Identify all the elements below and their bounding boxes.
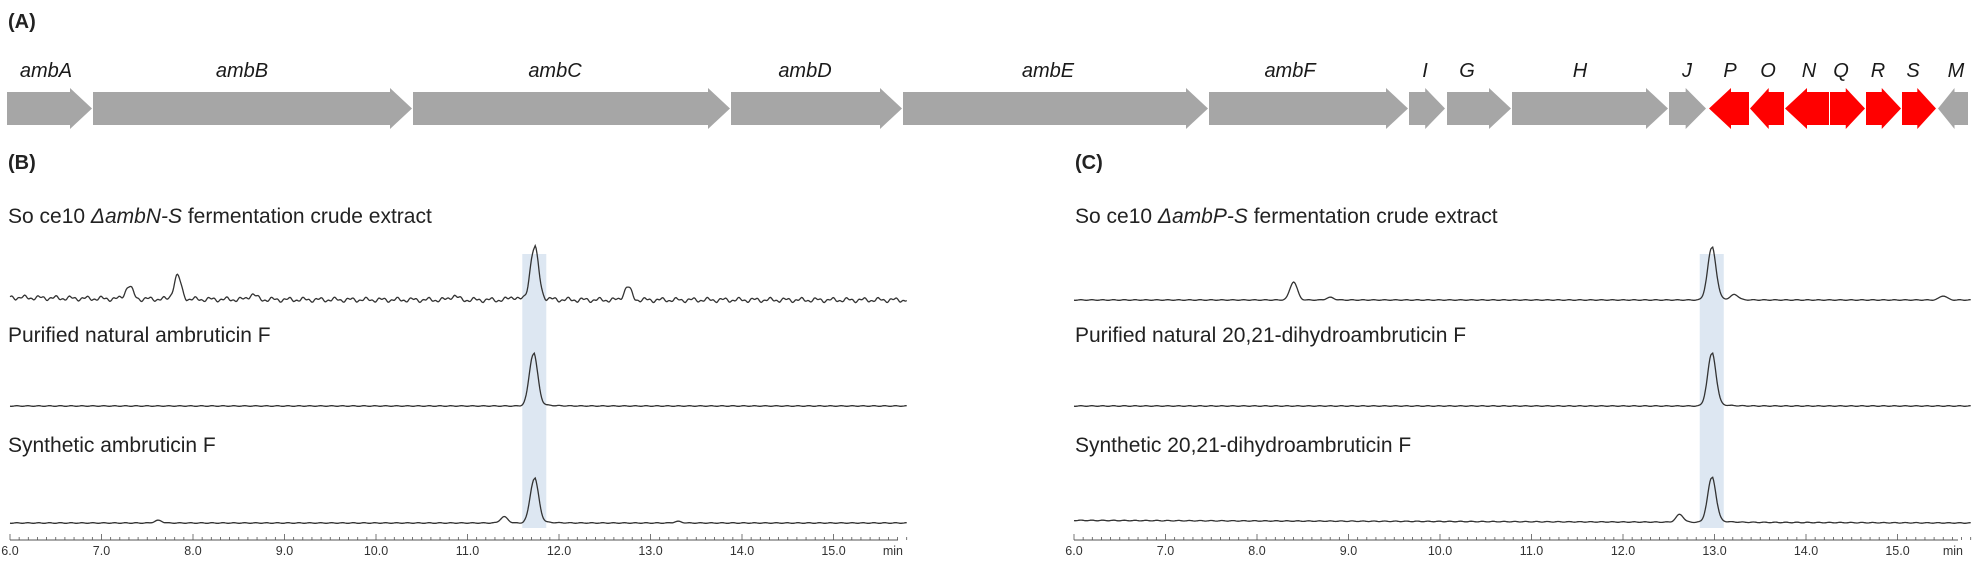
panel-b-trace2-label: Purified natural ambruticin F bbox=[8, 324, 271, 347]
gene-arrow-ambF bbox=[1209, 88, 1408, 129]
chromatogram-b-trace-3 bbox=[9, 476, 907, 524]
panel-c-x-axis: 6.0 7.0 8.0 9.0 10.0 11.0 12.0 13.0 14.0 15.0 min bbox=[1065, 534, 1972, 558]
chromatogram-c-trace-1 bbox=[1073, 245, 1971, 301]
gene-arrow-ambS bbox=[1902, 88, 1936, 129]
tick-label-c-7.0: 7.0 bbox=[1157, 544, 1174, 558]
gene-arrow-ambE bbox=[903, 88, 1208, 129]
tick-label-b-14.0: 14.0 bbox=[730, 544, 754, 558]
panel-b-trace1-label: So ce10 ΔambN-S fermentation crude extra… bbox=[8, 205, 432, 228]
tick-label-c-6.0: 6.0 bbox=[1065, 544, 1082, 558]
gene-label-ambG: G bbox=[1459, 60, 1475, 82]
tick-label-c-14.0: 14.0 bbox=[1794, 544, 1818, 558]
gene-arrow-ambC bbox=[413, 88, 730, 129]
gene-arrow-ambA bbox=[7, 88, 92, 129]
panel-label-c: (C) bbox=[1075, 152, 1103, 174]
panel-b-trace3-label: Synthetic ambruticin F bbox=[8, 434, 216, 457]
panel-c-trace3-label: Synthetic 20,21-dihydroambruticin F bbox=[1075, 434, 1411, 457]
gene-label-ambD: ambD bbox=[778, 60, 831, 82]
gene-label-ambI: I bbox=[1422, 60, 1428, 82]
gene-label-ambE: ambE bbox=[1022, 60, 1075, 82]
gene-arrow-ambM bbox=[1938, 88, 1968, 129]
tick-label-c-10.0: 10.0 bbox=[1428, 544, 1452, 558]
gene-arrow-ambR bbox=[1866, 88, 1901, 129]
gene-arrow-ambB bbox=[93, 88, 412, 129]
axis-unit-b: min bbox=[883, 544, 903, 558]
gene-label-ambN: N bbox=[1802, 60, 1817, 82]
tick-label-b-11.0: 11.0 bbox=[456, 544, 479, 558]
tick-label-b-13.0: 13.0 bbox=[638, 544, 662, 558]
gene-label-ambH: H bbox=[1573, 60, 1588, 82]
panel-b-chromatograms: So ce10 ΔambN-S fermentation crude extra… bbox=[1, 205, 908, 558]
gene-arrow-ambN bbox=[1785, 88, 1829, 129]
tick-label-c-13.0: 13.0 bbox=[1702, 544, 1726, 558]
tick-label-c-12.0: 12.0 bbox=[1611, 544, 1635, 558]
gene-label-ambR: R bbox=[1871, 60, 1885, 82]
chromatogram-c-trace-3 bbox=[1073, 476, 1971, 524]
tick-label-b-6.0: 6.0 bbox=[1, 544, 18, 558]
gene-label-ambC: ambC bbox=[528, 60, 582, 82]
tick-label-c-11.0: 11.0 bbox=[1520, 544, 1543, 558]
panel-c-trace2-label: Purified natural 20,21-dihydroambruticin… bbox=[1075, 324, 1466, 347]
panel-b-highlight-band bbox=[522, 254, 547, 528]
gene-label-ambQ: Q bbox=[1833, 60, 1849, 82]
gene-arrow-ambD bbox=[731, 88, 902, 129]
gene-arrow-ambQ bbox=[1830, 88, 1865, 129]
tick-label-c-9.0: 9.0 bbox=[1340, 544, 1357, 558]
panel-label-b: (B) bbox=[8, 152, 36, 174]
panel-c-chromatograms: So ce10 ΔambP-S fermentation crude extra… bbox=[1065, 205, 1972, 558]
gene-arrow-ambJ bbox=[1669, 88, 1706, 129]
panel-label-a: (A) bbox=[8, 11, 36, 33]
gene-label-ambO: O bbox=[1760, 60, 1776, 82]
tick-label-b-7.0: 7.0 bbox=[93, 544, 110, 558]
axis-unit-c: min bbox=[1943, 544, 1963, 558]
gene-label-ambA: ambA bbox=[20, 60, 72, 82]
gene-label-ambJ: J bbox=[1681, 60, 1693, 82]
tick-label-b-15.0: 15.0 bbox=[821, 544, 845, 558]
gene-label-ambS: S bbox=[1906, 60, 1920, 82]
gene-arrow-ambH bbox=[1512, 88, 1668, 129]
panel-c-highlight-band bbox=[1699, 254, 1724, 528]
gene-label-ambM: M bbox=[1948, 60, 1965, 82]
chromatogram-b-trace-1 bbox=[9, 243, 908, 304]
tick-label-b-12.0: 12.0 bbox=[547, 544, 571, 558]
gene-label-ambB: ambB bbox=[216, 60, 268, 82]
tick-label-b-10.0: 10.0 bbox=[364, 544, 388, 558]
gene-arrow-ambG bbox=[1447, 88, 1511, 129]
gene-arrow-ambO bbox=[1750, 88, 1784, 129]
chromatogram-c-trace-2 bbox=[1073, 351, 1971, 407]
gene-arrow-ambI bbox=[1409, 88, 1445, 129]
tick-label-c-8.0: 8.0 bbox=[1248, 544, 1265, 558]
panel-b-x-axis: 6.0 7.0 8.0 9.0 10.0 11.0 12.0 13.0 14.0 15.0 min bbox=[1, 534, 908, 558]
gene-label-ambP: P bbox=[1723, 60, 1737, 82]
tick-label-c-15.0: 15.0 bbox=[1885, 544, 1909, 558]
gene-label-ambF: ambF bbox=[1264, 60, 1317, 82]
chromatogram-b-trace-2 bbox=[9, 351, 907, 407]
tick-label-b-8.0: 8.0 bbox=[184, 544, 201, 558]
gene-arrow-ambP bbox=[1709, 88, 1749, 129]
tick-label-b-9.0: 9.0 bbox=[276, 544, 293, 558]
panel-c-trace1-label: So ce10 ΔambP-S fermentation crude extra… bbox=[1075, 205, 1498, 228]
